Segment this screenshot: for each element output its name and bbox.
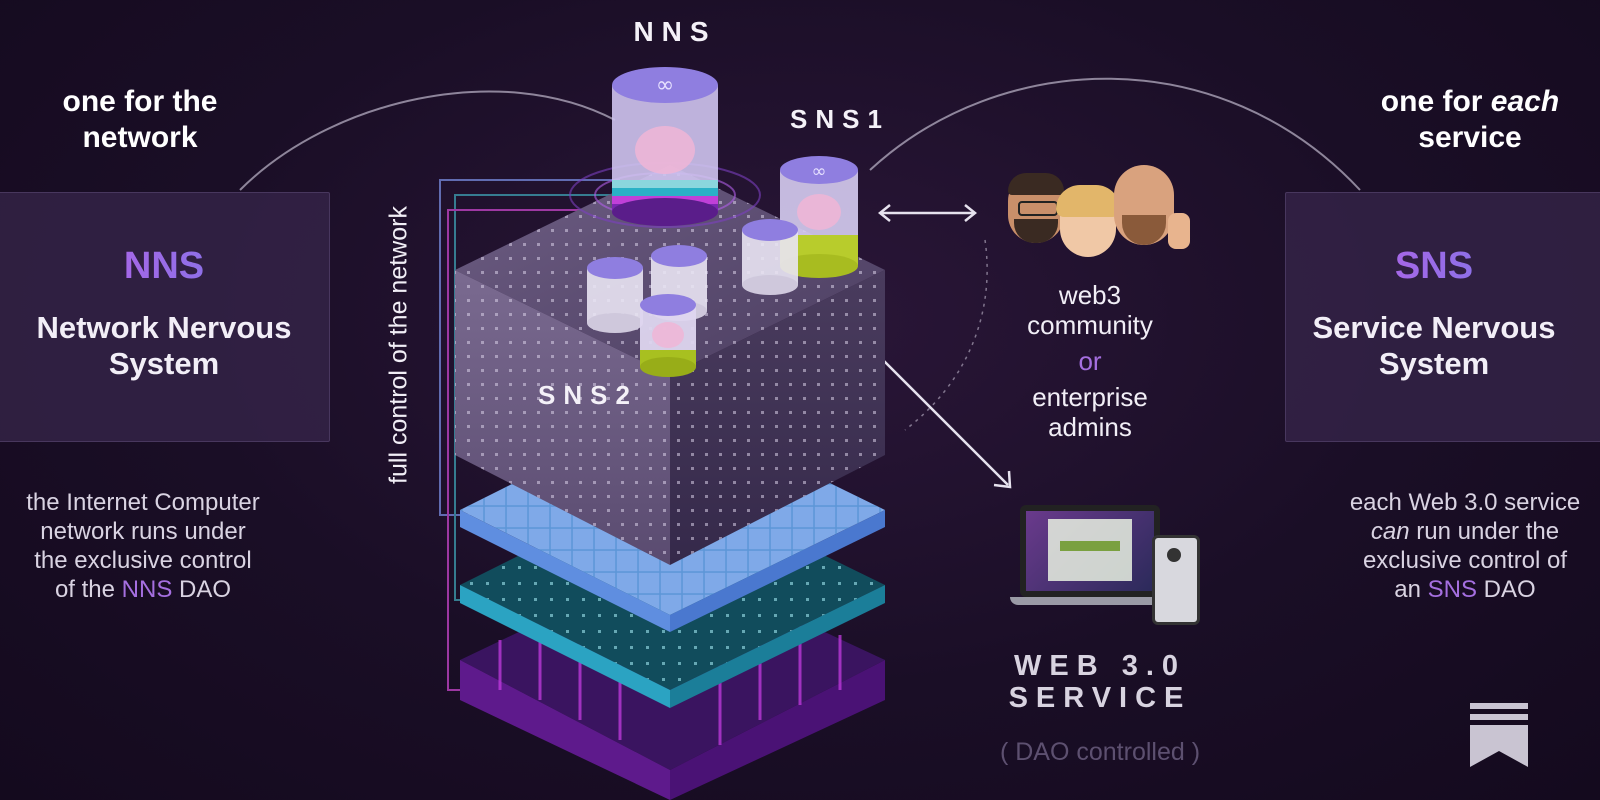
nns-desc-line3: the exclusive control — [34, 547, 252, 574]
sns2-label: SNS2 — [538, 380, 638, 410]
right-heading-line1: one for each — [1380, 85, 1560, 118]
sns1-label: SNS1 — [790, 104, 890, 134]
right-heading-line2: service — [1418, 121, 1522, 154]
sns-desc-line3: exclusive control of — [1362, 547, 1568, 574]
nns-description: the Internet Computer network runs under… — [0, 488, 286, 604]
avatar-2 — [1056, 185, 1120, 257]
nns-canister: ∞ — [612, 67, 718, 226]
service-note: ( DAO controlled ) — [999, 738, 1201, 766]
sns-canisters-small — [587, 219, 798, 377]
laptop-image — [1010, 505, 1182, 615]
svg-text:∞: ∞ — [812, 161, 827, 182]
sns-description: each Web 3.0 service can run under the e… — [1330, 488, 1600, 604]
right-heading: one for each service — [1360, 84, 1580, 156]
service-line2: SERVICE — [1008, 682, 1192, 714]
sns-title-line1: Service Nervous — [1312, 310, 1556, 345]
vertical-label: full control of the network — [384, 206, 413, 484]
svg-text:∞: ∞ — [656, 73, 674, 98]
avatar-3 — [1114, 165, 1174, 245]
community-line4: admins — [1048, 412, 1132, 442]
community-or: or — [1078, 346, 1102, 376]
sns-card: SNS Service Nervous System — [1285, 192, 1600, 442]
peace-hand-icon — [1168, 213, 1190, 249]
sns-desc-line4: an SNS DAO — [1394, 576, 1536, 603]
nns-desc-line4: of the NNS DAO — [54, 576, 232, 603]
bookmark-logo-icon — [1470, 703, 1528, 767]
nns-title-line1: Network Nervous — [36, 310, 292, 345]
phone-image — [1152, 535, 1200, 625]
sns-desc-line2: can run under the — [1370, 518, 1560, 545]
nns-desc-line2: network runs under — [40, 518, 246, 545]
community-line1: web3 — [1058, 280, 1122, 310]
sns-desc-line1: each Web 3.0 service — [1349, 489, 1581, 516]
left-heading: one for the network — [30, 84, 250, 156]
double-arrow-icon — [877, 204, 978, 222]
left-heading-line2: network — [82, 121, 198, 154]
sns-title-line2: System — [1378, 346, 1490, 381]
service-title: WEB 3.0 SERVICE — [990, 650, 1210, 714]
community-line3: enterprise — [1032, 382, 1148, 412]
isometric-stack-illustration: ∞ ∞ — [455, 67, 885, 800]
nns-title-line2: System — [108, 346, 220, 381]
avatars-group — [1000, 165, 1200, 265]
nns-label: NNS — [633, 16, 717, 47]
sns-acronym: SNS — [1286, 245, 1582, 288]
avatar-1 — [1008, 173, 1064, 243]
sns1-canister: ∞ — [780, 156, 858, 278]
left-heading-line1: one for the — [62, 85, 218, 118]
community-text: web3 community or enterprise admins — [1000, 280, 1180, 442]
nns-card: NNS Network Nervous System — [0, 192, 330, 442]
nns-acronym: NNS — [0, 245, 329, 288]
community-line2: community — [1027, 310, 1153, 340]
nns-desc-line1: the Internet Computer — [26, 489, 260, 516]
service-line1: WEB 3.0 — [1013, 650, 1187, 682]
